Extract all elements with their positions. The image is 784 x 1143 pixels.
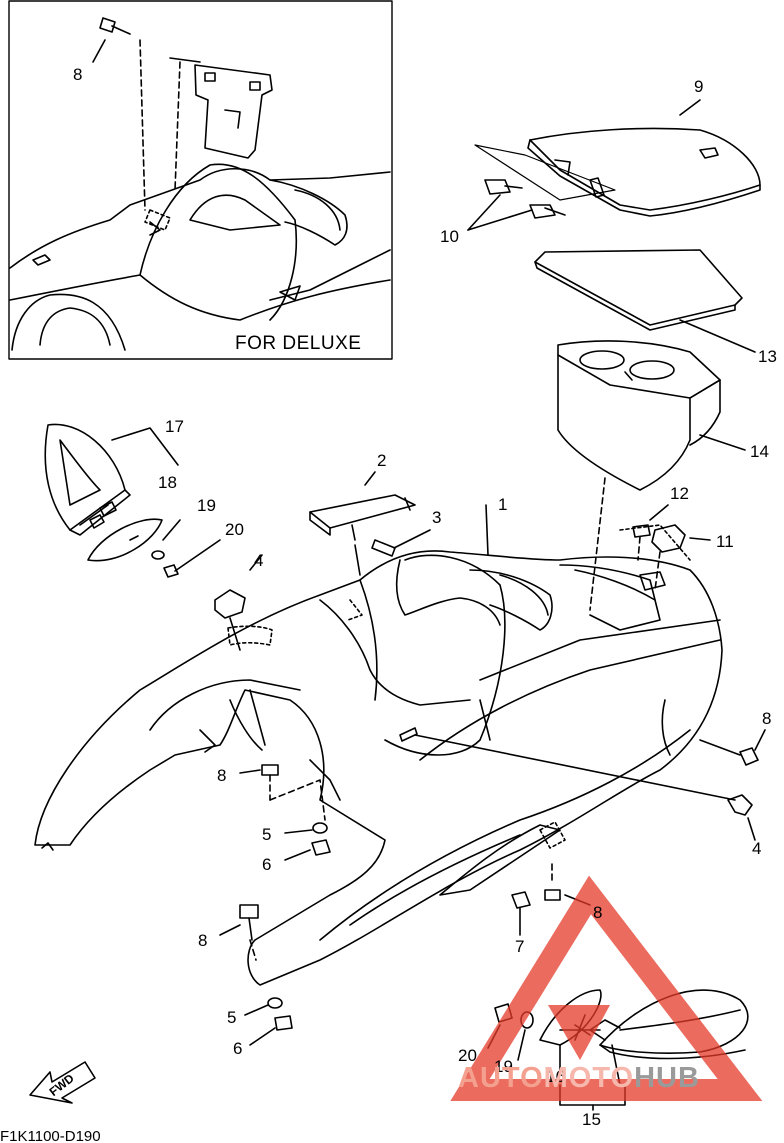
watermark-part-2: MOTO — [543, 1062, 635, 1094]
callout-washer-19-left: 19 — [197, 496, 216, 515]
callout-nut-6-upper: 6 — [262, 855, 272, 874]
bracket-drawing — [309, 471, 416, 541]
callout-clip-4-left: 4 — [254, 551, 264, 570]
callout-mirror-assy-15: 15 — [582, 1110, 601, 1129]
callout-pin: 3 — [432, 508, 442, 527]
watermark-part-3: HUB — [634, 1062, 700, 1094]
callout-bolt-8-front: 8 — [198, 931, 208, 950]
callout-nut-20-right: 20 — [458, 1046, 477, 1065]
callout-bolt-8-right: 8 — [762, 709, 772, 728]
callout-mirror: 17 — [165, 417, 184, 436]
bolt-8-left-drawing — [239, 764, 326, 821]
bolt-8-right-drawing — [699, 729, 766, 766]
callout-mirror-gasket: 18 — [158, 473, 177, 492]
callout-clip-7: 7 — [515, 937, 525, 956]
collar-5-upper-drawing — [284, 822, 328, 834]
nut-6-lower-drawing — [249, 1015, 293, 1046]
inset-bracket-drawing — [169, 57, 273, 191]
inset-hull-drawing — [9, 163, 391, 351]
seat-mat-drawing — [534, 249, 756, 353]
callout-clip-4-right: 4 — [752, 839, 762, 858]
clip-7-drawing — [511, 891, 531, 936]
hinge-drawing — [651, 524, 711, 591]
inset-frame — [8, 0, 393, 360]
callout-collar-5-upper: 5 — [262, 825, 272, 844]
bolt-8-front-drawing — [219, 904, 259, 961]
callout-storage-box: 14 — [750, 442, 769, 461]
collar-5-lower-drawing — [244, 997, 283, 1016]
callout-seat-mat: 13 — [758, 347, 777, 366]
callout-washer-19-right: 19 — [494, 1057, 513, 1076]
callout-seat-cover: 9 — [694, 77, 704, 96]
callout-inset-bolt: 8 — [73, 65, 83, 84]
forward-arrow-icon — [29, 1061, 96, 1104]
callout-nut-6-lower: 6 — [233, 1039, 243, 1058]
seat-cover-drawing — [527, 99, 761, 217]
callout-bolt-8-left: 8 — [217, 766, 227, 785]
watermark-text: AUTOMOTOHUB — [458, 1064, 700, 1093]
storage-box-drawing — [557, 340, 746, 611]
nut-6-upper-drawing — [284, 839, 331, 861]
pin-drawing — [354, 529, 431, 576]
cap-drawing — [632, 504, 669, 561]
watermark-logo-icon — [450, 875, 763, 1101]
mirror-drawing — [44, 423, 221, 578]
inset-caption: FOR DELUXE — [235, 333, 362, 354]
callout-nut-20-left: 20 — [225, 520, 244, 539]
watermark-part-1: AUTO — [458, 1062, 544, 1094]
clip-4-left-drawing — [214, 554, 263, 651]
diagram-code: F1K1100-D190 — [0, 1128, 101, 1143]
clip-4-right-drawing — [414, 734, 756, 841]
callout-bolt-8-lower-right: 8 — [593, 903, 603, 922]
callout-body: 1 — [498, 495, 508, 514]
callout-gasket-16: 16 — [546, 1067, 565, 1086]
callout-seat-latch: 10 — [440, 227, 459, 246]
inset-bolt-drawing — [92, 17, 146, 211]
callout-cap: 12 — [670, 484, 689, 503]
callout-collar-5-lower: 5 — [227, 1008, 237, 1027]
callout-hinge: 11 — [716, 532, 734, 551]
seat-latch-drawing — [467, 144, 616, 231]
callout-bracket: 2 — [377, 451, 387, 470]
main-hull-drawing — [34, 504, 723, 986]
